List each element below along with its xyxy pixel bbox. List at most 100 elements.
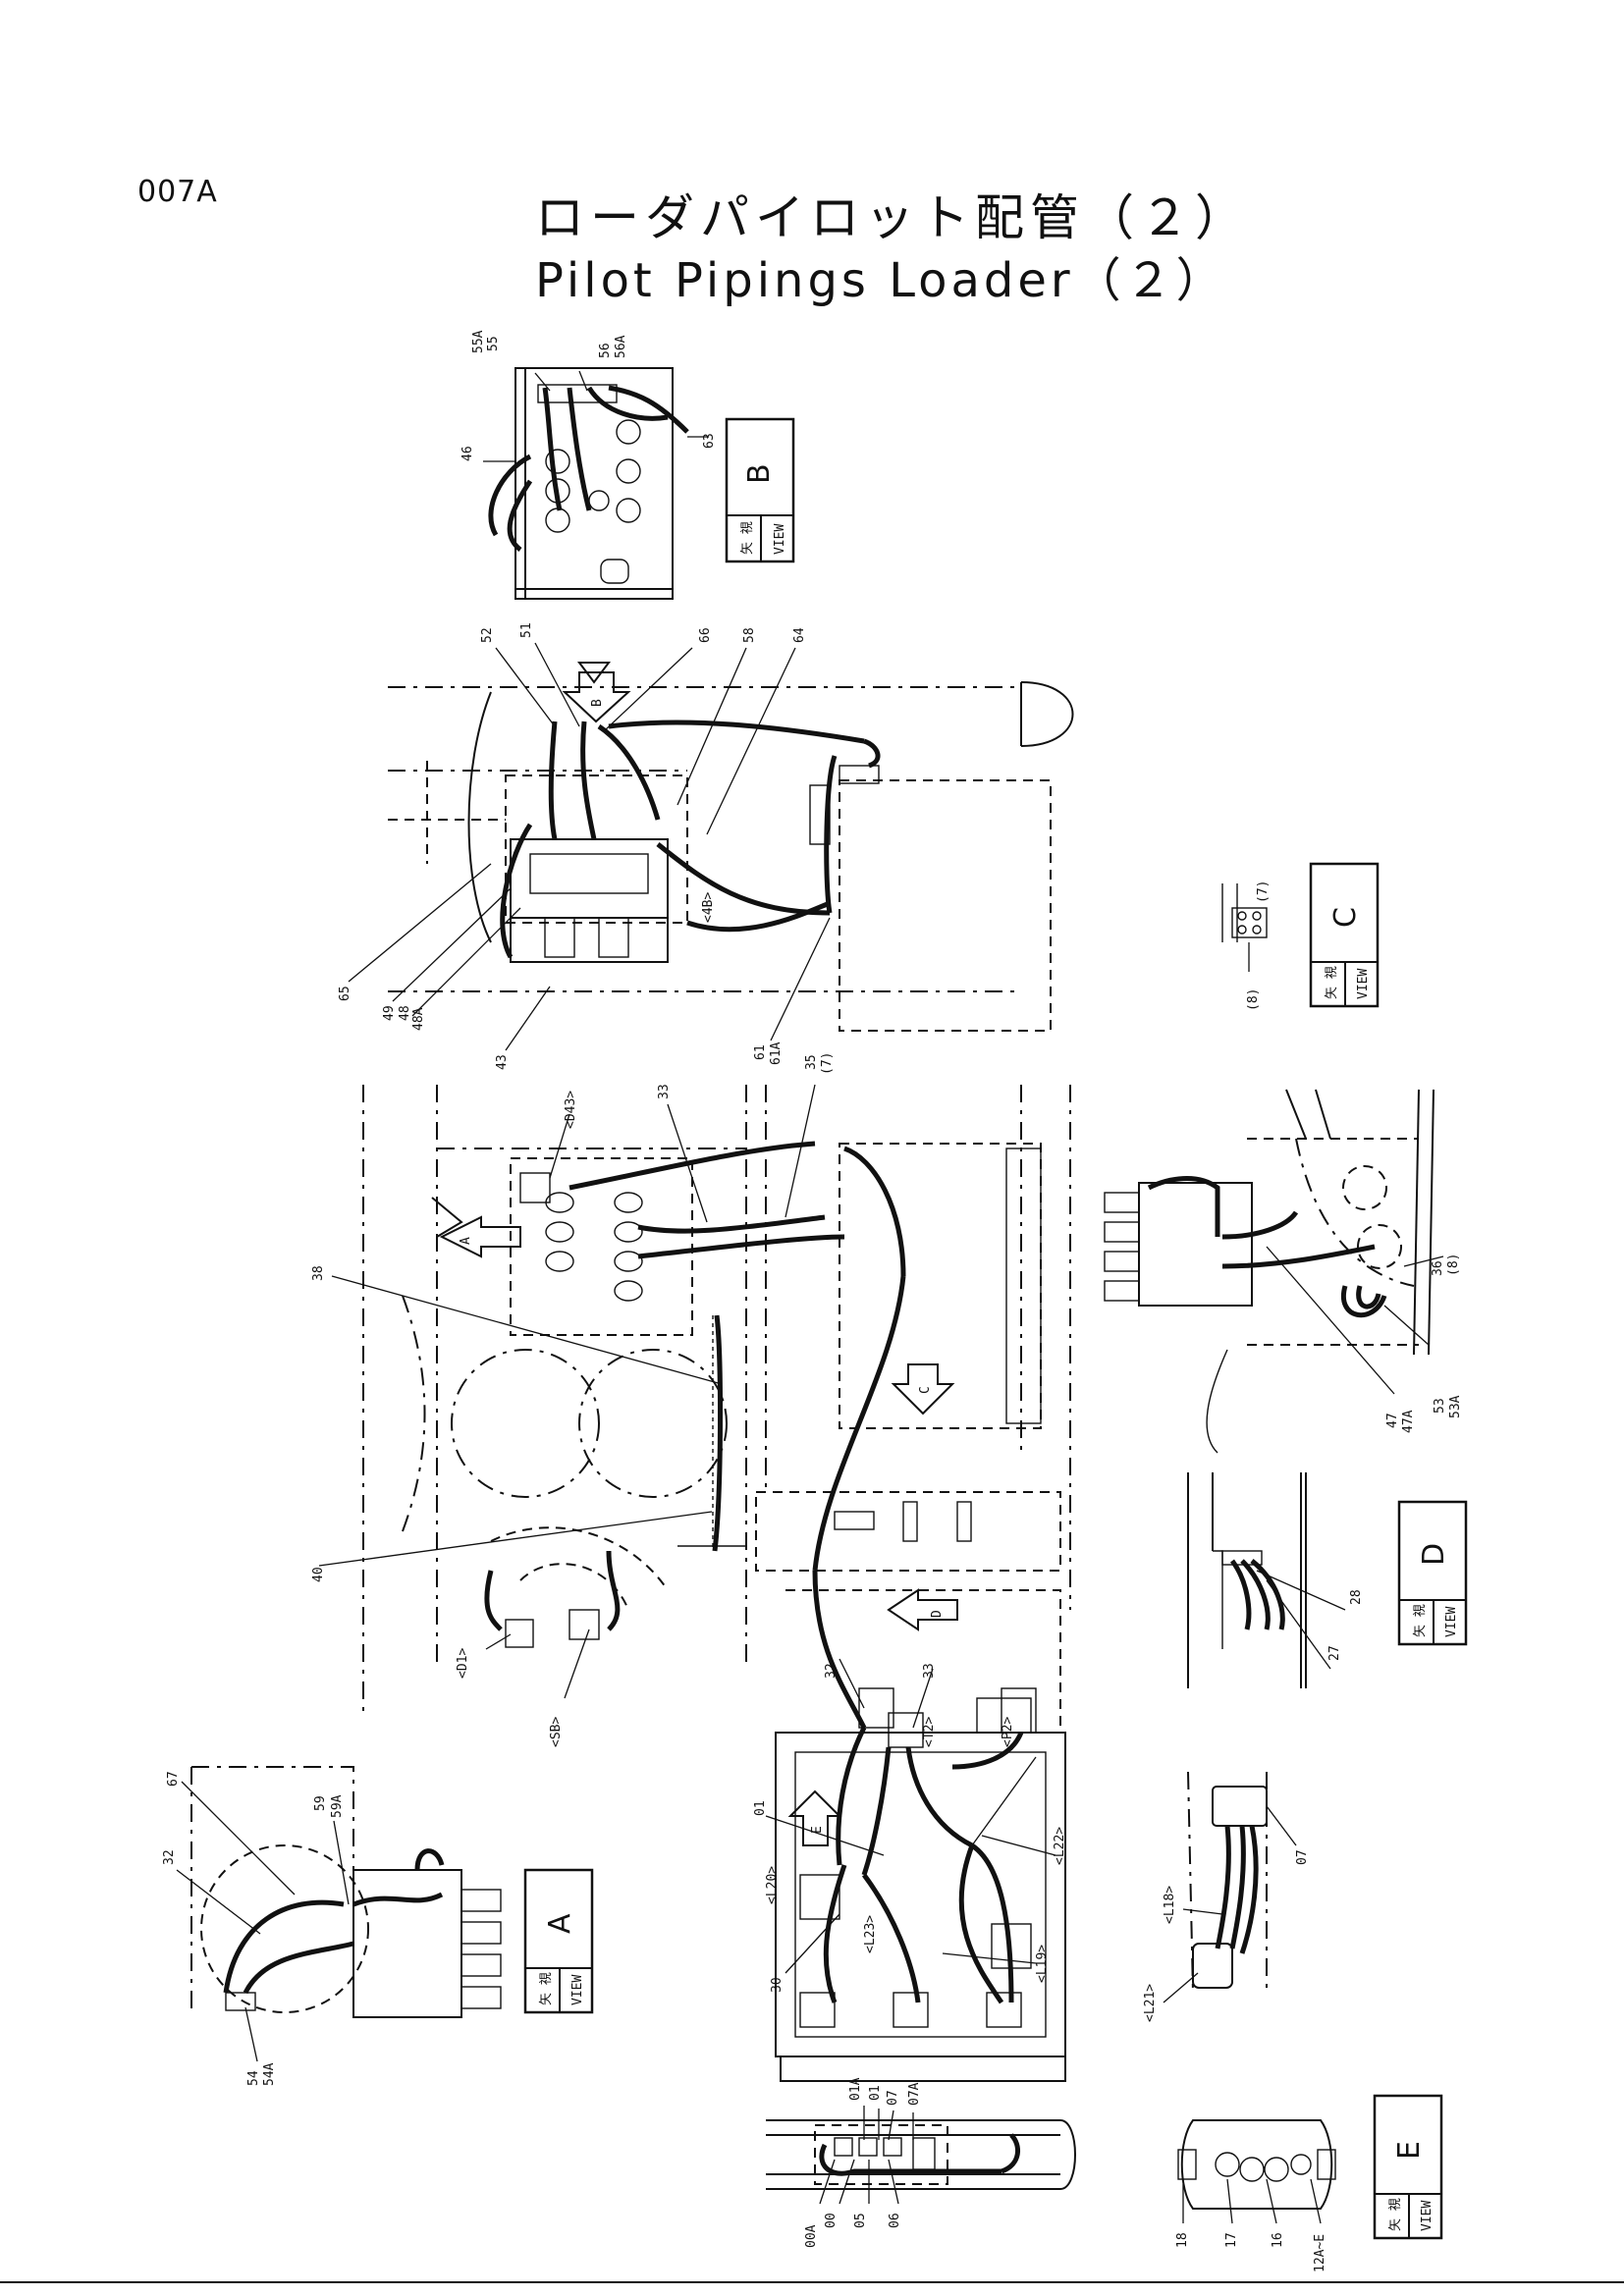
callout-36: 36 [1431,1260,1445,1276]
callout-43: 43 [495,1054,510,1070]
view-e-letter: E [1392,2141,1427,2160]
view-arrow-c: C [891,1363,955,1415]
callout-53A: 53A [1448,1395,1463,1418]
callout-40: 40 [311,1567,326,1582]
callout-L23: <L23> [863,1915,878,1953]
callout-48: 48 [398,1005,412,1021]
view-b-letter: B [742,463,777,484]
cab-floor-section: D E 32 33 <T2> <P2> 01 <L20> 30 <L23> <L… [753,1588,1067,2082]
callout-64: 64 [792,627,807,643]
view-c-detail: (7) (8) C 矢 視 VIEW [1221,862,1380,1011]
view-d-label-en: VIEW [1444,1607,1459,1637]
title-english: Pilot Pipings Loader（２） [535,253,1227,308]
view-a-letter: A [543,1913,577,1934]
callout-01: 01 [753,1800,768,1816]
callout-47: 47 [1385,1413,1400,1428]
callout-48A: 48A [411,1007,426,1031]
view-a-label-en: VIEW [570,1975,585,2005]
callout-63: 63 [702,433,717,449]
callout-07b: 07 [886,2090,900,2106]
callout-59: 59 [313,1795,328,1811]
callout-49: 49 [382,1005,397,1021]
callout-D1: <D1> [456,1648,470,1679]
page-code: 007A [137,175,218,209]
callout-67: 67 [166,1771,181,1787]
right-side-detail: 36 (8) 53 53A 47 47A [1104,1089,1463,1454]
callout-30: 30 [770,1977,785,1993]
callout-33b: 33 [922,1663,937,1679]
view-d-detail: 28 27 D 矢 視 VIEW [1187,1472,1468,1688]
callout-38: 38 [311,1265,326,1281]
view-b-detail: 55A 55 56 56A 46 63 B 矢 視 VIEW [460,330,795,600]
svg-text:E: E [810,1826,825,1834]
svg-text:A: A [459,1237,473,1245]
callout-L19: <L19> [1035,1945,1050,1983]
view-arrow-b: B [562,671,631,723]
view-arrow-e: E [787,1789,842,1846]
svg-text:D: D [930,1610,945,1618]
upper-frame-section: 52 51 66 58 64 65 49 48 48A 43 61 61A <4… [338,622,1074,1070]
callout-32b: 32 [162,1849,177,1865]
right-lower-detail: 07 <L18> <L21> [1143,1771,1310,2022]
callout-53: 53 [1433,1398,1447,1414]
main-frame-section: A C <D43> 33 35 (7) 38 40 <D1> <SB> [311,1052,1071,1747]
callout-36-8: (8) [1446,1254,1461,1276]
callout-51: 51 [519,622,534,638]
view-arrow-d: D [887,1588,958,1631]
callout-46: 46 [460,446,475,461]
callout-17: 17 [1224,2232,1239,2248]
callout-L20: <L20> [765,1866,780,1904]
callout-c-8: (8) [1246,988,1261,1011]
callout-61: 61 [753,1044,768,1060]
callout-07A: 07A [907,2082,922,2106]
callout-c-7: (7) [1256,881,1271,903]
callout-D43: <D43> [564,1091,578,1129]
svg-text:C: C [918,1386,933,1394]
callout-L21: <L21> [1143,1984,1158,2022]
view-c-letter: C [1328,907,1363,928]
view-c-label-en: VIEW [1356,969,1371,999]
bottom-center-detail: 01A 01 07 07A 00A 00 05 06 [766,2077,1076,2248]
callout-05: 05 [853,2213,868,2228]
callout-61A: 61A [769,1041,784,1065]
view-d-label-jp: 矢 視 [1413,1604,1428,1637]
callout-54A: 54A [262,2062,277,2086]
callout-16: 16 [1271,2232,1285,2248]
view-b-label-en: VIEW [773,524,787,555]
callout-55: 55 [486,336,501,351]
view-d-letter: D [1417,1543,1451,1566]
view-a-detail: 67 59 59A 32 54 54A A 矢 視 VIEW [162,1766,594,2086]
view-e-label-en: VIEW [1420,2201,1435,2231]
title-japanese: ローダパイロット配管（２） [535,189,1250,246]
callout-T2: <T2> [922,1717,937,1747]
callout-28: 28 [1349,1589,1364,1605]
svg-text:B: B [590,699,605,707]
callout-06: 06 [888,2213,902,2228]
callout-33: 33 [657,1084,672,1099]
callout-SB: <SB> [549,1717,564,1747]
callout-65: 65 [338,986,352,1001]
callout-35: 35 [804,1054,819,1070]
callout-P2: <P2> [1001,1717,1015,1747]
callout-07: 07 [1295,1849,1310,1865]
callout-59A: 59A [330,1794,345,1818]
callout-55A: 55A [471,330,486,353]
view-a-label-jp: 矢 視 [539,1972,554,2005]
callout-58: 58 [742,627,757,643]
callout-00A: 00A [804,2224,819,2248]
callout-32: 32 [824,1663,839,1679]
callout-52: 52 [480,627,495,643]
callout-01b: 01 [868,2085,883,2101]
view-b-label-jp: 矢 視 [740,521,755,555]
callout-54: 54 [246,2070,261,2086]
callout-27: 27 [1327,1645,1342,1661]
view-e-detail: 18 17 16 12A~E E 矢 視 VIEW [1175,2094,1443,2272]
callout-47A: 47A [1401,1410,1416,1433]
view-arrow-a: A [439,1215,521,1258]
callout-35-7: (7) [820,1052,835,1075]
callout-12: 12A~E [1313,2234,1327,2272]
view-c-label-jp: 矢 視 [1325,966,1339,999]
callout-56A: 56A [614,335,628,358]
callout-18: 18 [1175,2232,1190,2248]
